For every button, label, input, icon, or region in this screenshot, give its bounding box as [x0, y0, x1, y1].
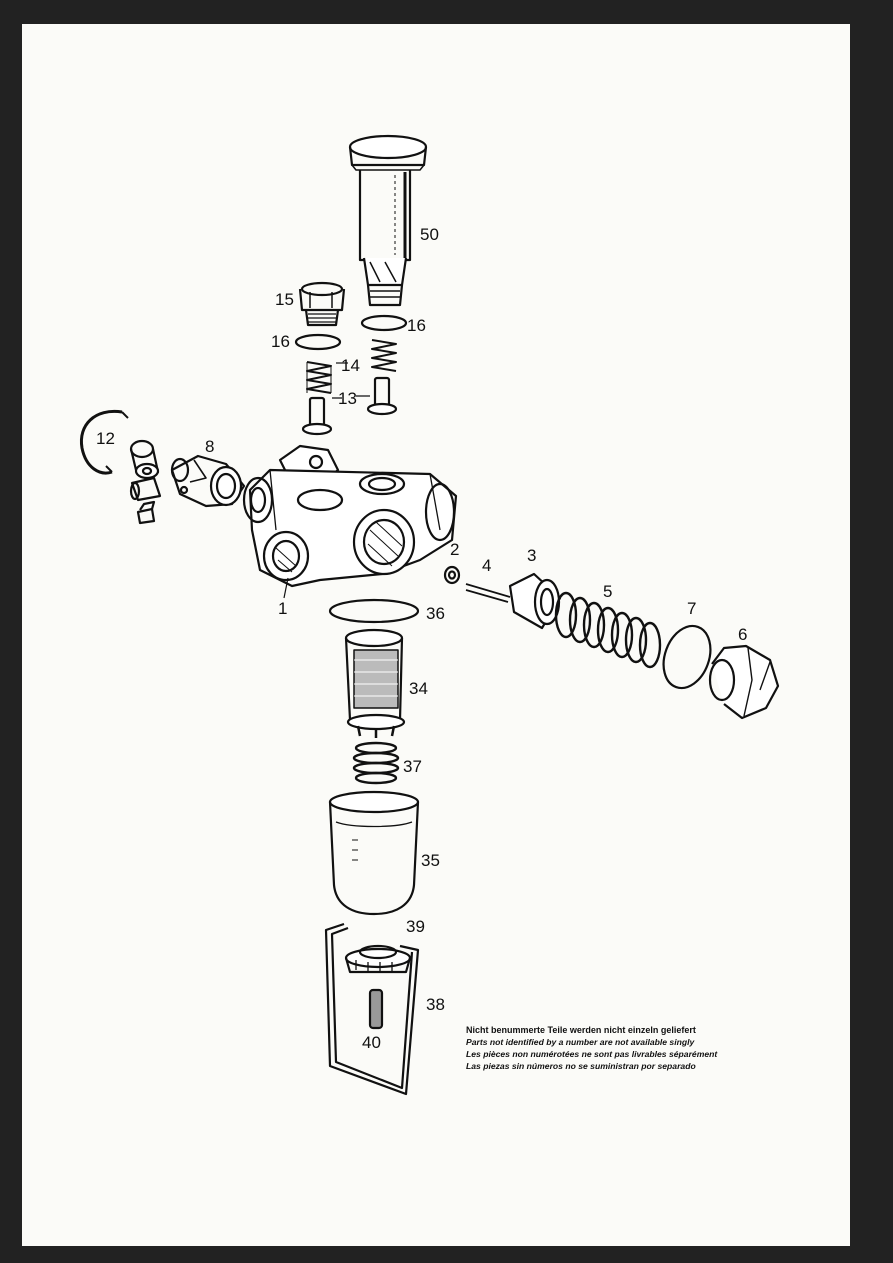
part-bush: [129, 439, 160, 480]
label-5: 5: [603, 582, 612, 601]
label-1: 1: [278, 599, 287, 618]
part-6-plug: [708, 644, 780, 720]
leader-lines: [283, 362, 370, 599]
part-screw: [136, 500, 156, 525]
part-13-valve-right: [366, 376, 398, 416]
part-5-spring: [554, 591, 662, 669]
part-12-circlip: [79, 409, 123, 475]
note-german: Nicht benummerte Teile werden nicht einz…: [466, 1025, 696, 1035]
part-13-valve-left: [301, 396, 333, 436]
part-3-piston: [508, 572, 562, 630]
label-14: 14: [341, 356, 360, 375]
part-14-spring-right: [371, 339, 397, 372]
note-spanish: Las piezas sin números no se suministran…: [466, 1061, 696, 1071]
label-2: 2: [450, 540, 459, 559]
label-8: 8: [205, 437, 214, 456]
part-37-spring: [352, 741, 400, 785]
part-36-ring: [328, 598, 420, 624]
label-39: 39: [406, 917, 425, 936]
label-3: 3: [527, 546, 536, 565]
part-15-plug: [298, 281, 346, 327]
part-40-pin: [368, 988, 384, 1030]
part-2-washer: [443, 565, 461, 585]
part-1-pump-body: [242, 444, 458, 588]
label-16-right: 16: [407, 316, 426, 335]
part-39-nut: [344, 944, 412, 974]
part-4-rod: [465, 583, 511, 603]
part-14-spring-left: [306, 361, 332, 394]
label-13: 13: [338, 389, 357, 408]
part-38-bail: [324, 922, 420, 1096]
note-english: Parts not identified by a number are not…: [466, 1037, 695, 1047]
note-french: Les pièces non numérotées ne sont pas li…: [466, 1049, 718, 1059]
part-8-tappet: [170, 454, 246, 508]
label-35: 35: [421, 851, 440, 870]
label-40: 40: [362, 1033, 381, 1052]
label-36: 36: [426, 604, 445, 623]
paper-sheet: [22, 24, 850, 1246]
part-pin: [129, 476, 162, 502]
label-37: 37: [403, 757, 422, 776]
label-4: 4: [482, 556, 491, 575]
part-34-filter: [344, 628, 406, 738]
label-6: 6: [738, 625, 747, 644]
part-35-bowl: [328, 790, 420, 916]
label-16-left: 16: [271, 332, 290, 351]
label-38: 38: [426, 995, 445, 1014]
label-50: 50: [420, 225, 439, 244]
part-50-hand-primer: [348, 134, 428, 307]
label-34: 34: [409, 679, 428, 698]
label-15: 15: [275, 290, 294, 309]
part-7-ring: [662, 624, 712, 690]
part-16-ring-right: [360, 314, 408, 332]
label-7: 7: [687, 599, 696, 618]
part-16-ring-left: [294, 333, 342, 351]
parts-note: Nicht benummerte Teile werden nicht einz…: [466, 1024, 796, 1072]
label-12: 12: [96, 429, 115, 448]
